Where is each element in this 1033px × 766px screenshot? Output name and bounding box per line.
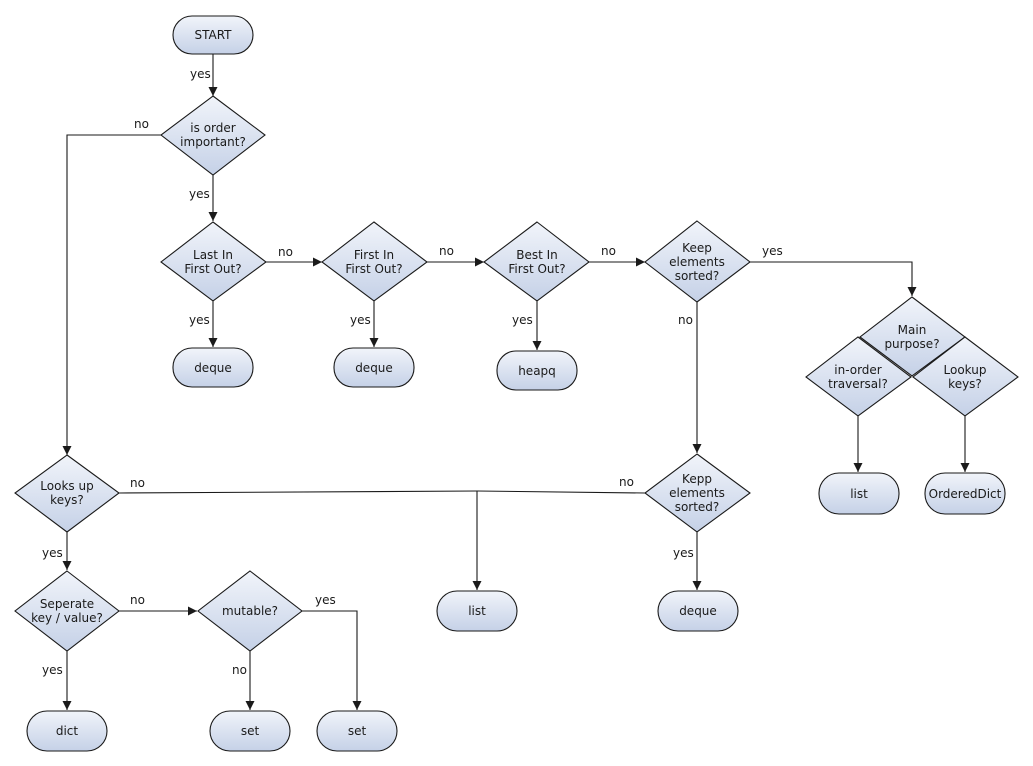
decision-seperate-key-value: Seperate key / value? — [14, 570, 120, 652]
decision-label-line: traversal? — [828, 377, 888, 391]
start-node: START — [172, 15, 254, 55]
decision-label-line: Kepp — [682, 472, 712, 486]
nodes: START is order important? Last In First … — [14, 15, 1019, 752]
decision-is-order-important: is order important? — [160, 95, 266, 176]
result-deque-fifo: deque — [333, 347, 415, 388]
decision-label-line: Keep — [682, 241, 712, 255]
decision-label-line: First In — [354, 248, 394, 262]
result-list-right: list — [818, 472, 900, 515]
edge-label-bifo-yes: yes — [512, 313, 533, 327]
decision-label-line: sorted? — [675, 269, 720, 283]
decision-lookup-keys: Lookup keys? — [912, 336, 1019, 417]
edge-label-mutable-no: no — [232, 663, 247, 677]
decision-label-line: First Out? — [345, 262, 402, 276]
edge-label-lifo-no: no — [278, 245, 293, 259]
result-label: list — [468, 604, 486, 618]
decision-label-line: key / value? — [31, 611, 103, 625]
decision-label-line: is order — [190, 121, 235, 135]
decision-label-line: First Out? — [184, 262, 241, 276]
edge-label-mutable-yes: yes — [315, 593, 336, 607]
edge-label-start-yes: yes — [190, 67, 211, 81]
decision-main-purpose: Main purpose? — [859, 296, 966, 377]
result-label: set — [348, 724, 367, 738]
decision-label-line: Best In — [516, 248, 558, 262]
decision-label-line: important? — [180, 135, 246, 149]
edge-labels: yes no yes no no no yes yes yes yes no n… — [42, 67, 783, 677]
result-label: dict — [56, 724, 79, 738]
decision-last-in-first-out: Last In First Out? — [160, 221, 267, 302]
result-deque-lifo: deque — [172, 347, 254, 388]
edge-label-bifo-no: no — [601, 244, 616, 258]
arrow-mutable-yes-to-set — [302, 610, 362, 710]
edge-label-keep-no: no — [678, 313, 693, 327]
line-kepp-no — [476, 490, 646, 494]
decision-first-in-first-out: First In First Out? — [321, 221, 428, 302]
connectors — [62, 54, 970, 710]
result-ordereddict: OrderedDict — [924, 472, 1006, 515]
result-label: deque — [355, 361, 393, 375]
result-label: heapq — [518, 364, 556, 378]
decision-label-line: keys? — [948, 377, 982, 391]
edge-label-looks-up-yes: yes — [42, 546, 63, 560]
edge-label-order-no: no — [134, 117, 149, 131]
result-list-middle: list — [436, 590, 518, 632]
edge-label-fifo-no: no — [439, 244, 454, 258]
result-label: set — [241, 724, 260, 738]
result-label: deque — [194, 361, 232, 375]
decision-keep-elements-sorted: Keep elements sorted? — [644, 220, 751, 303]
edge-label-looks-up-no: no — [130, 476, 145, 490]
result-label: list — [850, 487, 868, 501]
line-looks-up-no — [118, 490, 478, 494]
edge-label-seperate-yes: yes — [42, 663, 63, 677]
decision-label-line: Seperate — [40, 597, 94, 611]
decision-label-line: in-order — [834, 363, 882, 377]
edge-label-kepp-yes: yes — [673, 546, 694, 560]
edge-label-keep-yes: yes — [762, 244, 783, 258]
decision-label-line: sorted? — [675, 500, 720, 514]
decision-label-line: mutable? — [222, 604, 278, 618]
decision-label-line: Looks up — [40, 479, 93, 493]
result-heapq: heapq — [496, 350, 578, 391]
start-label: START — [194, 28, 232, 42]
decision-label-line: First Out? — [508, 262, 565, 276]
decision-label-line: elements — [669, 255, 725, 269]
edge-label-lifo-yes: yes — [189, 313, 210, 327]
result-deque-bottom: deque — [657, 590, 739, 632]
decision-label-line: elements — [669, 486, 725, 500]
edge-label-seperate-no: no — [130, 593, 145, 607]
decision-label-line: keys? — [50, 493, 84, 507]
result-label: OrderedDict — [929, 487, 1002, 501]
decision-in-order-traversal: in-order traversal? — [805, 336, 912, 417]
arrow-keep-yes-to-main — [750, 261, 917, 296]
decision-label-line: Main — [898, 323, 927, 337]
decision-best-in-first-out: Best In First Out? — [483, 221, 590, 302]
decision-mutable: mutable? — [197, 570, 303, 652]
decision-label-line: Lookup — [944, 363, 987, 377]
arrow-order-no-to-looks-up — [62, 134, 161, 455]
result-set-yes: set — [316, 710, 398, 752]
edge-label-order-yes: yes — [189, 187, 210, 201]
result-label: deque — [679, 604, 717, 618]
decision-label-line: Last In — [193, 248, 233, 262]
decision-label-line: purpose? — [884, 337, 939, 351]
decision-looks-up-keys: Looks up keys? — [14, 454, 120, 533]
result-dict: dict — [26, 710, 108, 752]
edge-label-kepp-no: no — [619, 475, 634, 489]
edge-label-fifo-yes: yes — [350, 313, 371, 327]
result-set-no: set — [209, 710, 291, 752]
decision-kepp-elements-sorted: Kepp elements sorted? — [644, 453, 751, 533]
